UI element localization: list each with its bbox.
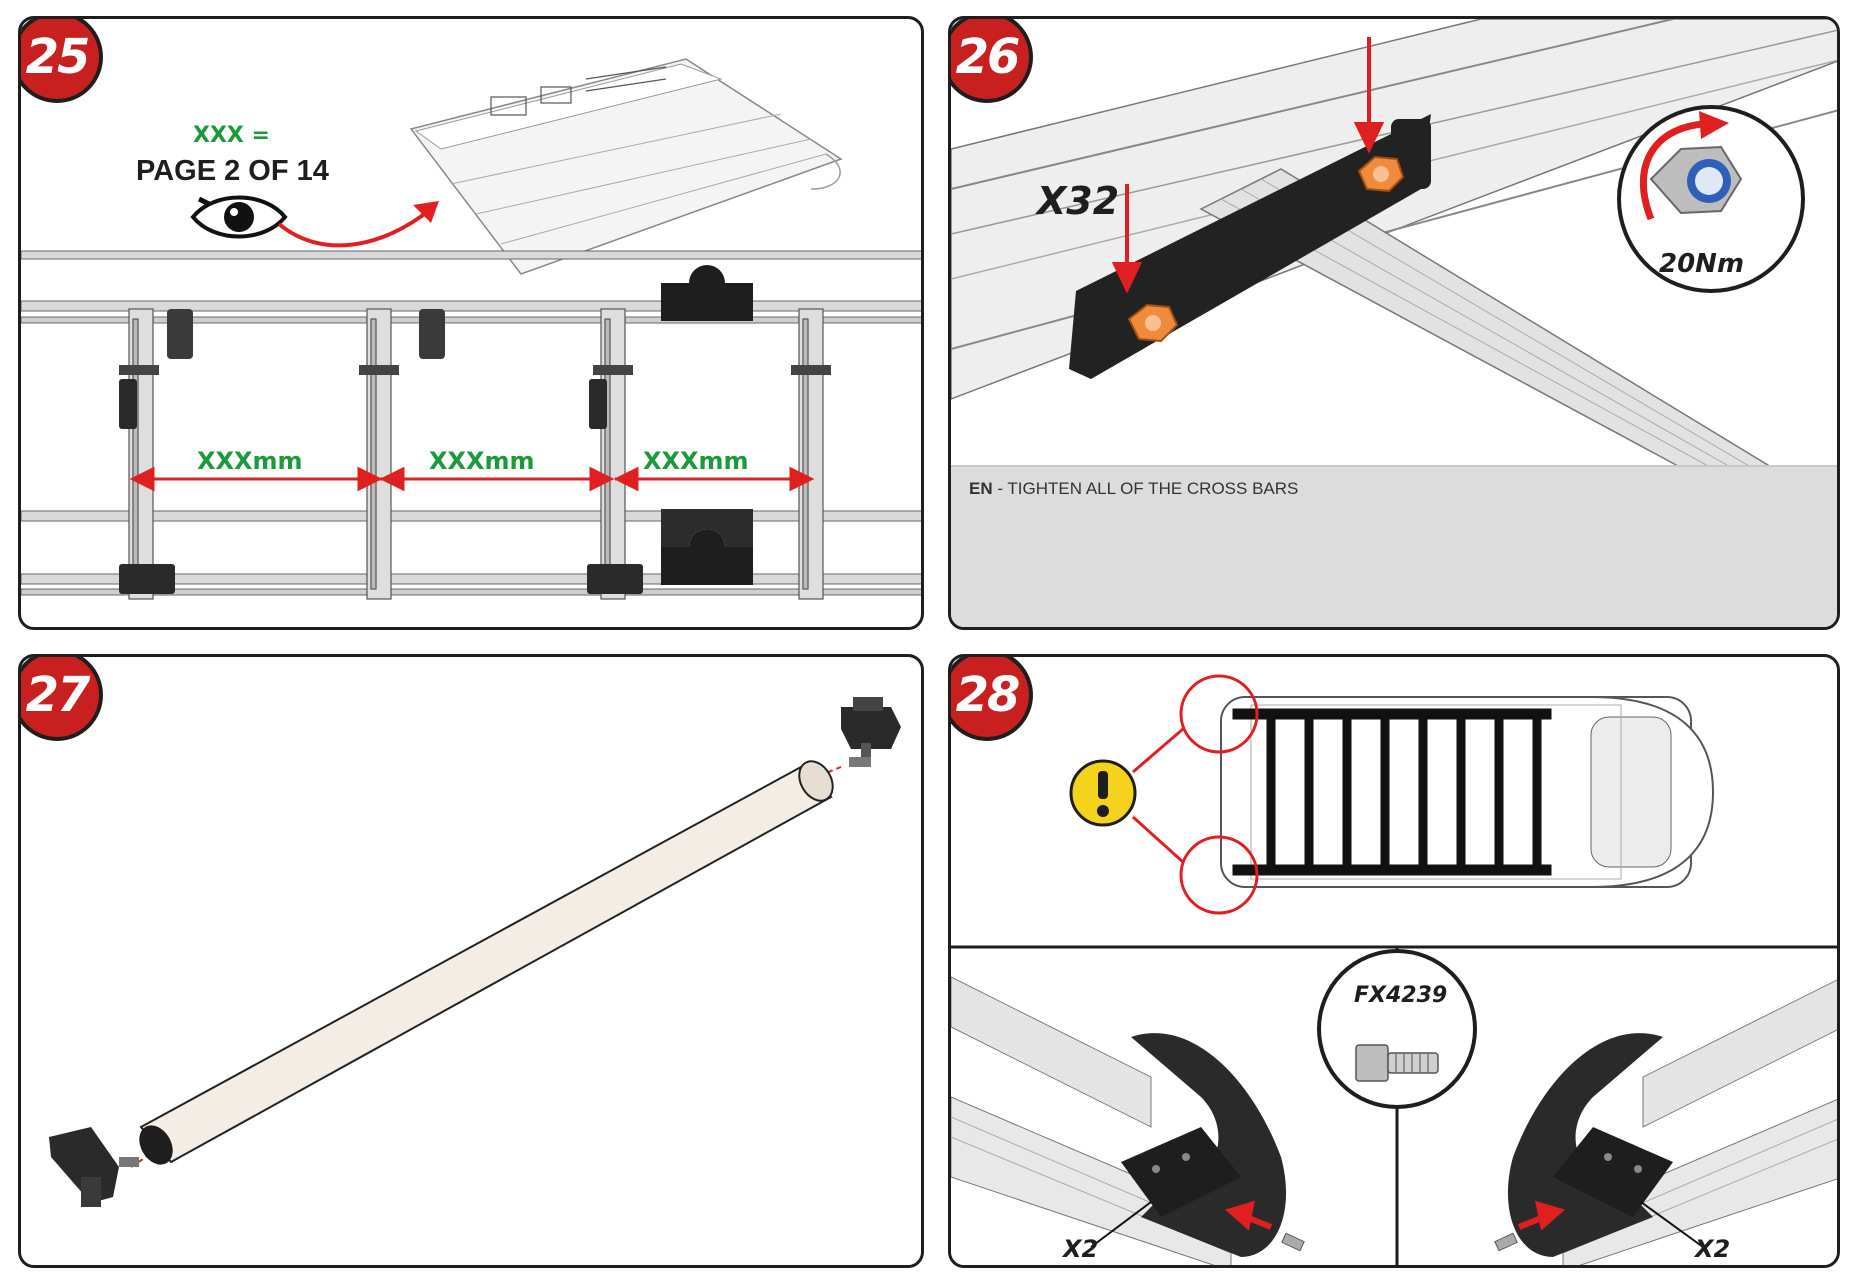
dimension-arrows [129,466,815,492]
left-rail-cap [951,976,1287,1265]
dimension-label-3: XXXmm [643,447,749,475]
callout-circles [1131,674,1259,915]
torque-callout [1617,105,1805,293]
instruction-box: EN - TIGHTEN ALL OF THE CROSS BARS [951,465,1837,627]
pointer-lines [1090,1201,1704,1248]
instruction-sheet-illustration [409,58,843,275]
pole-assembly-illustration [49,697,901,1207]
eye-icon [190,195,288,239]
end-cap-fitting-illustration [951,674,1837,1265]
end-caps [661,265,753,585]
step-28-panel: 28 FX4239 X2 X2 [948,654,1840,1268]
step-27-panel: 27 [18,654,924,1268]
end-bracket-top [841,697,901,767]
torque-label: 20Nm [1659,249,1745,279]
step-number-badge: 26 [951,19,1033,103]
dimension-label-1: XXXmm [197,447,303,475]
step-number-badge: 25 [21,19,103,103]
pole-tube [139,760,834,1165]
roof-rack-top-view [1232,708,1552,876]
equation-label: XXX = [193,123,270,148]
quantity-label: X32 [1037,179,1120,223]
insert-arrow-icon [1224,1200,1566,1231]
right-quantity-label: X2 [1695,1235,1731,1263]
van-top-view [1220,696,1715,888]
page-reference: PAGE 2 OF 14 [136,155,329,187]
dimension-label-2: XXXmm [429,447,535,475]
step-number-badge: 28 [951,657,1033,741]
warning-icon [1069,759,1137,827]
rack-spacing-illustration [21,58,921,600]
down-arrow-icon [1111,37,1385,294]
right-rail-cap [1507,979,1837,1265]
left-quantity-label: X2 [1063,1235,1099,1263]
bolt-callout [1317,949,1477,1109]
end-bracket-bottom [49,1127,139,1207]
step-26-panel: 26 X32 20Nm EN - TIGHTEN ALL OF THE CROS… [948,16,1840,630]
side-rails [21,250,921,596]
instruction-text: EN - TIGHTEN ALL OF THE CROSS BARS [969,479,1298,499]
rotate-arrow-icon [1639,120,1704,221]
cross-bars [128,308,824,600]
part-code-label: FX4239 [1354,983,1448,1008]
step-number-badge: 27 [21,657,103,741]
cross-bar-tightening-illustration [951,19,1837,473]
instruction-body: - TIGHTEN ALL OF THE CROSS BARS [992,479,1299,498]
flange-nut-icon [1127,155,1405,343]
step-25-panel: 25 XXX = PAGE 2 OF 14 XXXmm XXXmm XXXmm [18,16,924,630]
curved-arrow-icon [277,207,433,248]
instruction-language: EN [969,479,993,498]
bolt-icon [1281,1232,1518,1252]
